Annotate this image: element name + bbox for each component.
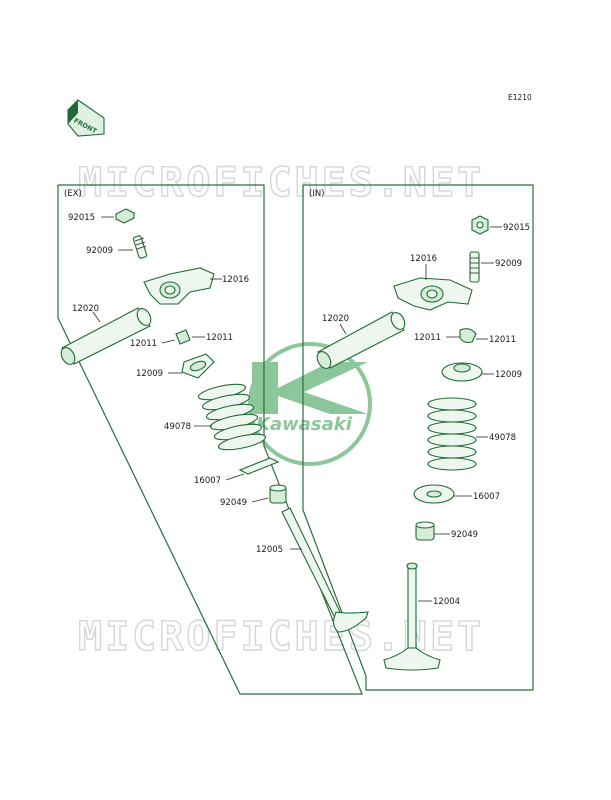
- in-label-92049: 92049: [451, 530, 478, 540]
- ex-label-92049: 92049: [220, 498, 247, 508]
- diagram-ref: E1210: [508, 93, 532, 102]
- in-shaft-12020: [316, 311, 406, 369]
- in-label-49078: 49078: [489, 433, 516, 443]
- in-screw-92009: [469, 251, 480, 283]
- ex-rocker-arm-12016: [143, 267, 215, 305]
- in-label-12004: 12004: [433, 597, 460, 607]
- ex-label-16007: 16007: [194, 476, 221, 486]
- ex-spring-49078: [197, 383, 267, 451]
- ex-label-92015: 92015: [68, 213, 95, 223]
- ex-nut-92015: [115, 208, 135, 224]
- ex-label-92009: 92009: [86, 246, 113, 256]
- in-seal-92049: [415, 521, 435, 541]
- in-label-12011-b: 12011: [489, 335, 516, 345]
- ex-valve-12005: [281, 507, 369, 633]
- ex-label-12009: 12009: [136, 369, 163, 379]
- ex-label-12016: 12016: [222, 275, 249, 285]
- in-panel-frame: [302, 184, 534, 691]
- ex-screw-92009: [132, 235, 148, 259]
- in-collet-12011: [459, 328, 477, 344]
- in-label-92015: 92015: [503, 223, 530, 233]
- watermark-top: MICROFICHES.NET: [78, 160, 484, 206]
- ex-label-12020: 12020: [72, 304, 99, 314]
- in-valve-12004: [383, 562, 441, 671]
- in-label-12011: 12011: [414, 333, 441, 343]
- kawasaki-logo: Kawasaki: [248, 342, 372, 466]
- kawasaki-logo-text: Kawasaki: [256, 414, 353, 435]
- in-label-92009: 92009: [495, 259, 522, 269]
- in-panel-label: (IN): [309, 189, 325, 199]
- in-spring-49078: [427, 397, 477, 471]
- ex-label-12005: 12005: [256, 545, 283, 555]
- in-nut-92015: [471, 215, 489, 235]
- ex-collet-12011: [175, 329, 191, 345]
- in-label-12009: 12009: [495, 370, 522, 380]
- ex-seal-92049: [269, 484, 287, 504]
- in-label-12016: 12016: [410, 254, 437, 264]
- in-retainer-12009: [441, 362, 483, 382]
- ex-shaft-12020: [60, 307, 152, 365]
- in-seat-16007: [413, 484, 455, 504]
- ex-label-49078: 49078: [164, 422, 191, 432]
- ex-seat-16007: [238, 457, 280, 475]
- front-arrow-icon: FRONT: [67, 99, 105, 137]
- ex-label-12011: 12011: [130, 339, 157, 349]
- ex-retainer-12009: [181, 353, 215, 379]
- ex-label-12011-b: 12011: [206, 333, 233, 343]
- in-label-16007: 16007: [473, 492, 500, 502]
- in-label-12020: 12020: [322, 314, 349, 324]
- in-rocker-arm-12016: [393, 277, 473, 311]
- ex-panel-frame: [57, 184, 363, 695]
- ex-panel-label: (EX): [64, 189, 82, 199]
